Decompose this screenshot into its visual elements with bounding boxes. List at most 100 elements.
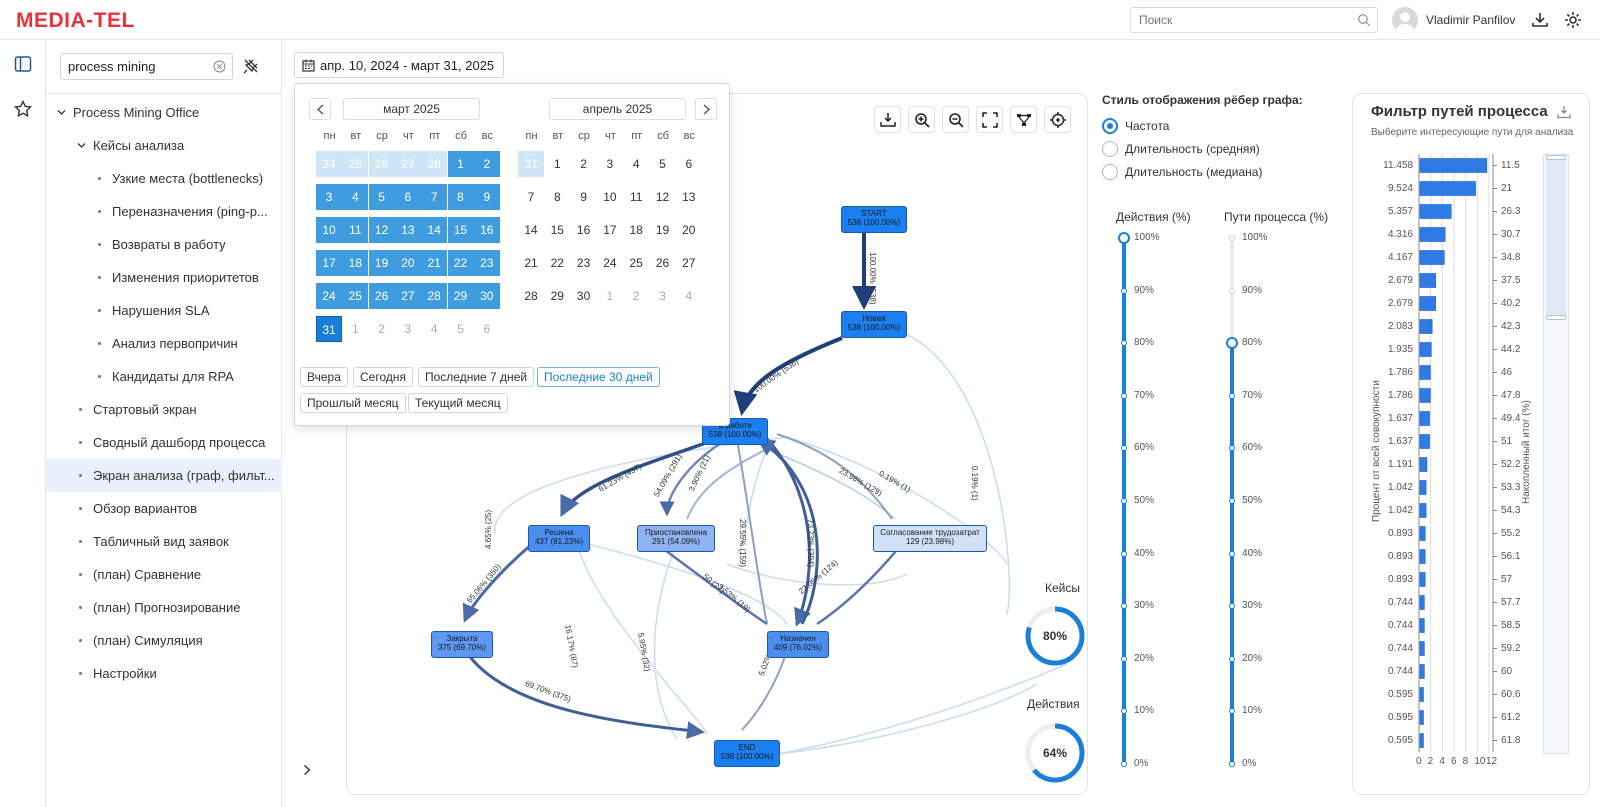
brush-handle-top[interactable] [1546,155,1566,160]
sidebar-search-input[interactable] [68,54,208,79]
preset-last-7-days[interactable]: Последние 7 дней [418,367,535,387]
preset-today[interactable]: Сегодня [353,367,413,387]
calendar-day[interactable]: 1 [447,151,474,177]
calendar-day[interactable]: 16 [576,223,591,237]
calendar-day[interactable]: 11 [342,217,369,243]
radio-button[interactable] [1102,164,1118,180]
preset-last-30-days[interactable]: Последние 30 дней [537,367,660,387]
calendar-day[interactable]: 18 [629,223,643,237]
calendar-day[interactable]: 15 [550,223,564,237]
calendar-day[interactable]: 14 [421,217,448,243]
calendar-day[interactable]: 31 [518,151,544,177]
sidebar-search[interactable] [60,53,233,80]
panel-toggle-icon[interactable] [13,54,33,74]
calendar-day[interactable]: 25 [342,151,369,177]
calendar-day[interactable]: 6 [685,157,693,171]
left-month-title[interactable]: март 2025 [343,98,480,120]
avatar[interactable] [1392,7,1418,33]
calendar-day[interactable]: 21 [421,250,448,276]
clear-icon[interactable] [213,60,226,73]
calendar-day[interactable]: 2 [378,322,385,336]
calendar-day[interactable]: 23 [473,250,500,276]
brush-selection[interactable] [1546,157,1566,317]
calendar-day[interactable]: 12 [655,190,670,204]
calendar-day[interactable]: 8 [447,184,474,210]
gear-icon[interactable] [1563,10,1583,30]
center-button[interactable] [1044,106,1071,133]
tree-item-analysis-screen[interactable]: Экран анализа (граф, фильт... [46,459,282,492]
calendar-day[interactable]: 30 [473,283,500,309]
tree-item-start-screen[interactable]: Стартовый экран [46,393,282,426]
chevron-down-icon[interactable] [77,141,86,150]
chevron-down-icon[interactable] [57,108,66,117]
calendar-day[interactable]: 4 [685,289,693,303]
chevron-right-icon[interactable] [302,764,312,776]
calendar-day[interactable]: 26 [368,151,395,177]
calendar-day[interactable]: 2 [473,151,500,177]
calendar-day[interactable]: 4 [430,322,438,336]
radio-button[interactable] [1102,118,1118,134]
calendar-day[interactable]: 27 [394,283,421,309]
calendar-day[interactable]: 27 [682,256,696,270]
calendar-day[interactable]: 28 [421,151,448,177]
tree-item-rpa[interactable]: Кандидаты для RPA [46,360,282,393]
calendar-day[interactable]: 29 [550,289,564,303]
tree-item-cases[interactable]: Кейсы анализа [46,129,282,162]
tree-item-bottlenecks[interactable]: Узкие места (bottlenecks) [46,162,282,195]
preset-last-month[interactable]: Прошлый месяц [300,393,406,413]
calendar-day[interactable]: 2 [580,157,587,171]
layout-button[interactable] [1010,106,1037,133]
tree-item-variants[interactable]: Обзор вариантов [46,492,282,525]
calendar-day[interactable]: 13 [394,217,421,243]
calendar-day[interactable]: 24 [316,151,342,177]
radio-button[interactable] [1102,141,1118,157]
tree-item-ping-pong[interactable]: Переназначения (ping-p... [46,195,282,228]
slider-handle[interactable] [1118,232,1130,244]
unpin-icon[interactable] [242,57,260,75]
calendar-day[interactable]: 3 [404,322,412,336]
calendar-day[interactable]: 9 [473,184,500,210]
tree-item-forecast[interactable]: (план) Прогнозирование [46,591,282,624]
fit-screen-button[interactable] [976,106,1003,133]
calendar-day[interactable]: 28 [421,283,448,309]
tree-item-compare[interactable]: (план) Сравнение [46,558,282,591]
calendar-day[interactable]: 20 [682,223,696,237]
zoom-out-button[interactable] [942,106,969,133]
calendar-day[interactable]: 23 [576,256,591,270]
calendar-day[interactable]: 5 [659,157,666,171]
prev-month-button[interactable] [309,98,331,120]
tree-item-sla[interactable]: Нарушения SLA [46,294,282,327]
tree-item-root-cause[interactable]: Анализ первопричин [46,327,282,360]
tree-item-settings[interactable]: Настройки [46,657,282,690]
user-name[interactable]: Vladimir Panfilov [1426,13,1516,27]
date-range-button[interactable]: апр. 10, 2024 - март 31, 2025 [294,52,504,78]
calendar-day[interactable]: 6 [483,322,491,336]
calendar-day[interactable]: 16 [473,217,500,243]
calendar-day[interactable]: 9 [580,190,587,204]
search-icon[interactable] [1357,13,1371,27]
logo[interactable]: MEDIA-TEL [16,9,135,32]
calendar-day[interactable]: 10 [316,217,342,243]
calendar-day[interactable]: 28 [524,289,538,303]
calendar-day[interactable]: 5 [368,184,395,210]
tree-item-root[interactable]: Process Mining Office [46,96,282,129]
tree-item-dashboard[interactable]: Сводный дашборд процесса [46,426,282,459]
next-month-button[interactable] [695,98,717,120]
global-search-input[interactable] [1139,8,1349,32]
preset-yesterday[interactable]: Вчера [300,367,348,387]
right-month-title[interactable]: апрель 2025 [549,98,686,120]
calendar-day[interactable]: 22 [550,256,564,270]
calendar-day[interactable]: 26 [368,283,395,309]
calendar-day[interactable]: 1 [351,322,359,336]
slider-handle[interactable] [1226,337,1238,350]
calendar-day[interactable]: 4 [342,184,369,210]
star-icon[interactable] [13,99,33,119]
calendar-day[interactable]: 21 [524,256,538,270]
tree-item-table-view[interactable]: Табличный вид заявок [46,525,282,558]
calendar-day[interactable]: 17 [603,223,617,237]
calendar-day[interactable]: 11 [629,190,643,204]
